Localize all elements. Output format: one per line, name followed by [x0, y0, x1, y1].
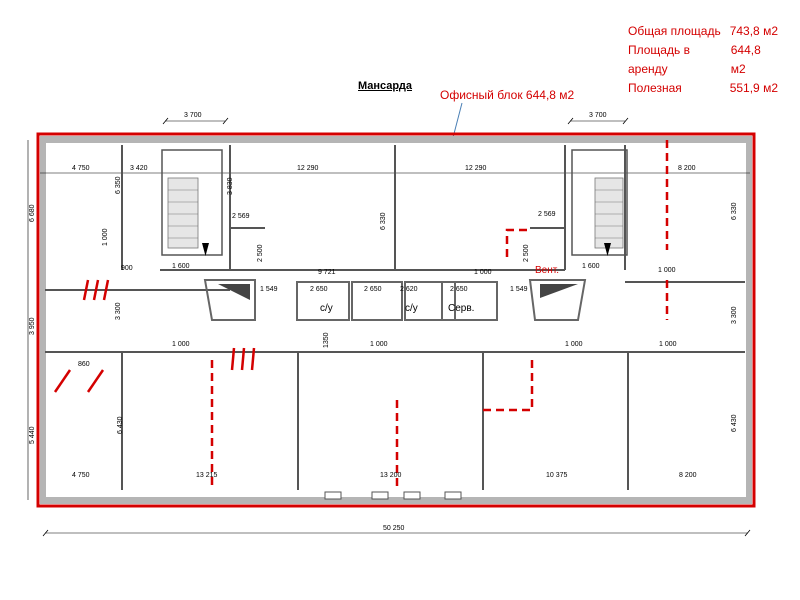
dim-2650-a: 2 650	[310, 286, 328, 293]
rent-area-value: 644,8 м2	[730, 43, 761, 76]
interior-walls	[45, 145, 745, 490]
door-marks	[53, 279, 256, 393]
dim-8200-bot: 8 200	[679, 472, 697, 479]
dim-left-3950: 3 950	[29, 317, 36, 335]
room-wc-1: с/у	[320, 303, 333, 314]
dim-3300-left: 3 300	[115, 302, 122, 320]
proposed-partitions	[210, 140, 669, 490]
rent-area-label: Площадь в аренду	[628, 43, 690, 76]
elevator-right	[528, 279, 587, 321]
dim-2500-left: 2 500	[257, 244, 264, 262]
dim-1000-c: 1 000	[474, 269, 492, 276]
useful-area-row: Полезная 551,9 м2	[628, 79, 778, 98]
dim-1000-m4: 1 000	[659, 341, 677, 348]
area-summary: Общая площадь 743,8 м2 Площадь в аренду …	[628, 22, 778, 98]
dim-1000-m3: 1 000	[565, 341, 583, 348]
plan-title: Мансарда	[358, 80, 412, 92]
dim-900: 900	[121, 265, 133, 272]
dim-1549-right: 1 549	[510, 286, 528, 293]
dim-4750-bot: 4 750	[72, 472, 90, 479]
dim-6430-left: 6 430	[117, 416, 124, 434]
dim-50250: 50 250	[383, 525, 405, 532]
dim-1000-m2: 1 000	[370, 341, 388, 348]
dim-13215: 13 215	[196, 472, 218, 479]
dim-6330-right: 6 330	[731, 202, 738, 220]
room-vent: Вент.	[535, 265, 559, 276]
dim-1000-vertical: 1 000	[102, 228, 109, 246]
dim-1549-left: 1 549	[260, 286, 278, 293]
dim-1350: 1350	[323, 332, 330, 348]
useful-area-value: 551,9 м2	[729, 81, 778, 95]
total-area-value: 743,8 м2	[729, 24, 778, 38]
room-wc-2: с/у	[405, 303, 418, 314]
dim-10375: 10 375	[546, 472, 568, 479]
dimension-labels: 3 700 3 700 4 750 3 420 12 290 12 290 8 …	[29, 112, 738, 532]
dim-2620: 2 620	[400, 286, 418, 293]
dim-1600-left: 1 600	[172, 263, 190, 270]
dim-3830: 3 830	[227, 177, 234, 195]
dim-9721: 9 721	[318, 269, 336, 276]
dim-2650-c: 2 650	[450, 286, 468, 293]
dim-2569-left: 2 569	[232, 213, 250, 220]
dim-1000-m1: 1 000	[172, 341, 190, 348]
dim-6430-right: 6 430	[731, 414, 738, 432]
total-area-row: Общая площадь 743,8 м2	[628, 22, 778, 41]
dim-left-5440: 5 440	[29, 426, 36, 444]
rent-area-row: Площадь в аренду 644,8 м2	[628, 41, 778, 79]
dim-1600-right: 1 600	[582, 263, 600, 270]
dim-2500-right: 2 500	[523, 244, 530, 262]
useful-area-label: Полезная	[628, 81, 682, 95]
dim-ticks	[42, 117, 751, 537]
office-block-callout: Офисный блок 644,8 м2	[440, 88, 575, 102]
stairs-left	[161, 149, 223, 256]
total-area-label: Общая площадь	[628, 24, 721, 38]
dim-6330-mid: 6 330	[380, 212, 387, 230]
dim-6350: 6 350	[115, 176, 122, 194]
dim-left-6680: 6 680	[29, 204, 36, 222]
dim-13200: 13 200	[380, 472, 402, 479]
dim-top-right: 3 700	[589, 112, 607, 119]
windows	[324, 491, 462, 500]
dim-860: 860	[78, 361, 90, 368]
dim-3300-right: 3 300	[731, 306, 738, 324]
dim-4750-top: 4 750	[72, 165, 90, 172]
wc-blocks	[296, 281, 498, 321]
stairs-right	[571, 149, 628, 256]
dim-1000-r: 1 000	[658, 267, 676, 274]
dim-top-left: 3 700	[184, 112, 202, 119]
dim-12290-a: 12 290	[297, 165, 319, 172]
dim-3420: 3 420	[130, 165, 148, 172]
room-labels: с/у с/у Серв. Вент.	[320, 265, 559, 314]
dim-2569-right: 2 569	[538, 211, 556, 218]
dim-12290-b: 12 290	[465, 165, 487, 172]
room-service: Серв.	[448, 303, 474, 314]
dim-2650-b: 2 650	[364, 286, 382, 293]
dim-8200-top: 8 200	[678, 165, 696, 172]
elevator-left	[203, 279, 256, 321]
